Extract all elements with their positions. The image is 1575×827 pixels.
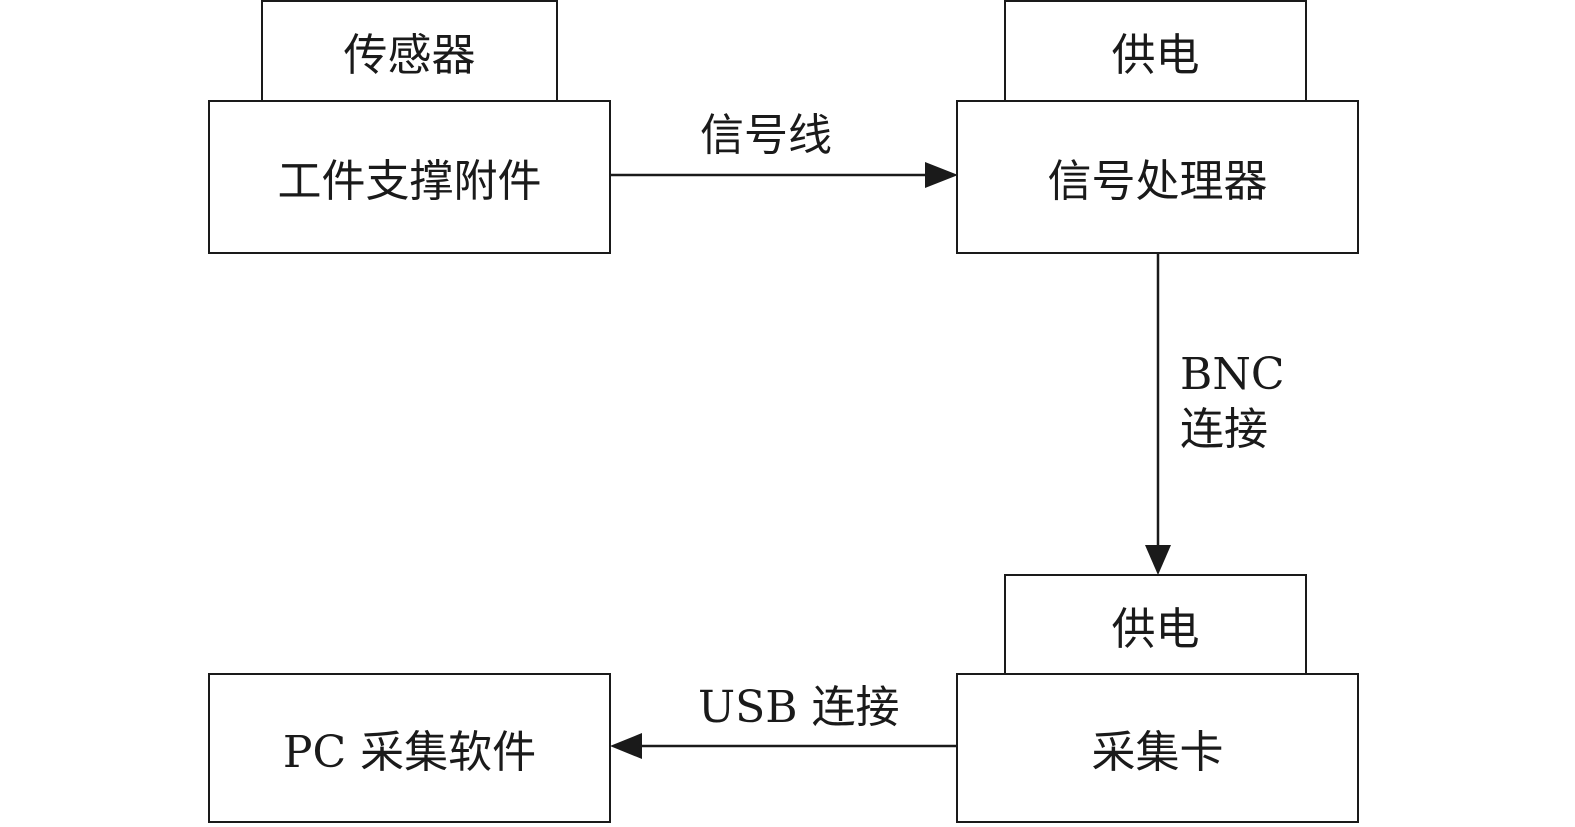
pc-software-label: PC 采集软件 [282,727,537,778]
sensor-box: 传感器 [261,0,558,102]
processor-box: 信号处理器 [956,100,1359,254]
power-bottom-box: 供电 [1004,574,1307,676]
power-top-label: 供电 [1111,30,1200,81]
power-bottom-label: 供电 [1111,604,1200,655]
arrowhead-right [925,162,958,188]
processor-label: 信号处理器 [1047,156,1268,207]
pc-software-box: PC 采集软件 [208,673,611,823]
daq-card-label: 采集卡 [1091,727,1224,778]
sensor-label: 传感器 [343,30,476,81]
arrowhead-down [1145,545,1171,575]
bnc-label-line1: BNC [1180,349,1285,400]
arrowhead-left [610,733,642,759]
fixture-label: 工件支撑附件 [277,156,542,207]
bnc-label-line2: 连接 [1180,404,1268,455]
power-top-box: 供电 [1004,0,1307,102]
fixture-box: 工件支撑附件 [208,100,611,254]
signal-line-label: 信号线 [700,110,832,161]
daq-card-box: 采集卡 [956,673,1359,823]
usb-label: USB 连接 [698,682,900,733]
